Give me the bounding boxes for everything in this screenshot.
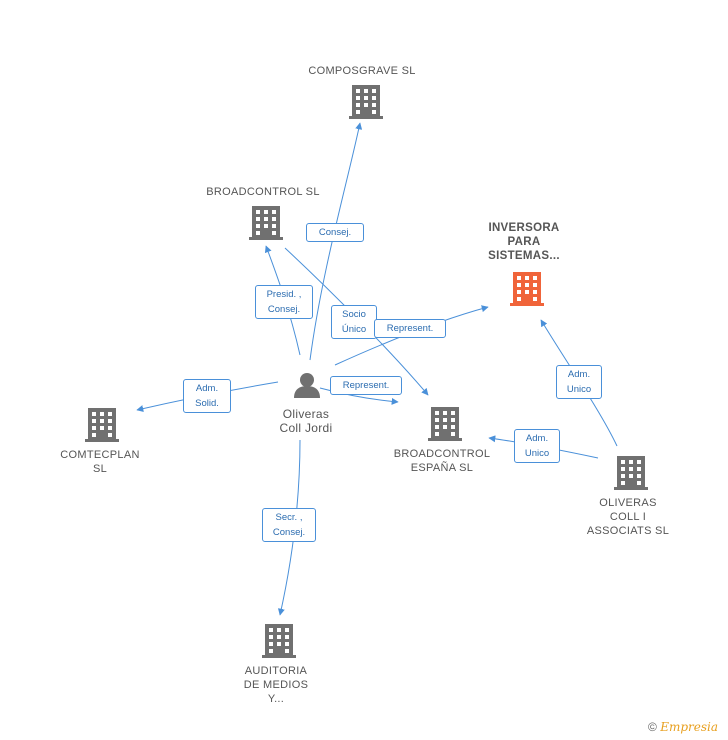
edge-label-consej: Consej. xyxy=(306,223,364,242)
building-icon xyxy=(349,85,383,119)
node-inversora[interactable]: INVERSORA PARA SISTEMAS... xyxy=(488,222,560,262)
building-icon xyxy=(510,272,544,306)
edge-person-espana xyxy=(319,387,399,405)
edge-label-secr-consej: Secr. , Consej. xyxy=(262,508,316,542)
node-composgrave[interactable]: COMPOSGRAVE SL xyxy=(308,65,416,77)
copyright-icon: © xyxy=(648,720,657,734)
edge-label-adm-unico-inversora: Adm. Unico xyxy=(556,365,602,399)
building-icon xyxy=(614,456,648,490)
person-icon xyxy=(294,373,320,398)
node-auditoria[interactable]: AUDITORIA DE MEDIOS Y... xyxy=(243,665,309,705)
node-broadcontrol[interactable]: BROADCONTROL SL xyxy=(206,186,320,198)
building-icon xyxy=(85,408,119,442)
node-oliveras-associats[interactable]: OLIVERAS COLL I ASSOCIATS SL xyxy=(586,497,670,537)
node-broadcontrol-espana[interactable]: BROADCONTROL ESPAÑA SL xyxy=(393,448,491,474)
node-oliveras-person[interactable]: Oliveras Coll Jordi xyxy=(279,407,333,435)
node-comtecplan[interactable]: COMTECPLAN SL xyxy=(60,449,140,475)
edge-label-represent-espana: Represent. xyxy=(330,376,402,395)
building-icon xyxy=(428,407,462,441)
building-icon xyxy=(262,624,296,658)
edge-label-adm-unico-espana: Adm. Unico xyxy=(514,429,560,463)
footer-brand[interactable]: © Empresia xyxy=(648,720,718,734)
building-icon xyxy=(249,206,283,240)
edge-label-socio-unico: Socio Único xyxy=(331,305,377,339)
edge-label-adm-solid: Adm. Solid. xyxy=(183,379,231,413)
edge-label-presid-consej: Presid. , Consej. xyxy=(255,285,313,319)
edge-label-represent-inversora: Represent. xyxy=(374,319,446,338)
brand-logo: Empresia xyxy=(660,720,718,734)
